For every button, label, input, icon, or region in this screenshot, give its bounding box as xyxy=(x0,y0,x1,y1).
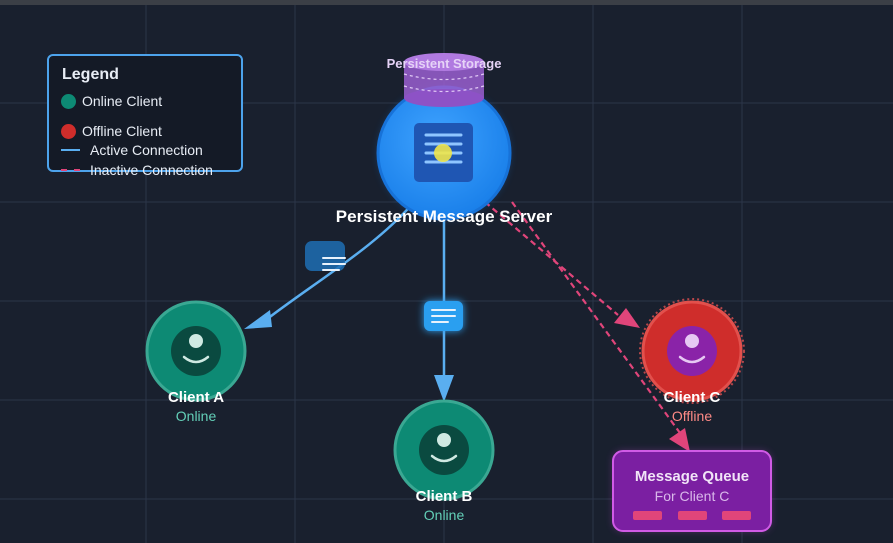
client-c-status: Offline xyxy=(672,408,712,424)
connection-server-client-c xyxy=(484,201,640,328)
client-b-status: Online xyxy=(424,507,465,523)
client-a-node[interactable] xyxy=(145,300,247,402)
active-connection-swatch xyxy=(61,149,80,152)
server-label: Persistent Message Server xyxy=(336,207,553,226)
connection-server-client-b xyxy=(434,205,454,402)
diagram-canvas: Persistent Storage Persistent Message Se… xyxy=(0,5,893,543)
queued-message-indicators xyxy=(633,511,751,520)
client-a-name: Client A xyxy=(168,389,224,406)
legend-title: Legend xyxy=(62,66,119,83)
message-queue-title: Message Queue xyxy=(635,468,749,485)
window-top-bar xyxy=(0,0,893,5)
legend-item-active: Active Connection xyxy=(61,141,203,159)
message-in-transit-icon xyxy=(424,301,463,331)
offline-client-swatch xyxy=(61,123,76,139)
legend-active-label: Active Connection xyxy=(90,142,203,158)
persistent-storage-icon xyxy=(403,53,485,107)
client-b-node[interactable] xyxy=(393,399,495,501)
client-c-node[interactable] xyxy=(639,298,745,404)
user-avatar-icon xyxy=(667,326,717,376)
connection-server-message-queue xyxy=(511,201,690,452)
message-queue-subtitle: For Client C xyxy=(655,488,730,504)
diagram-svg: Persistent Storage Persistent Message Se… xyxy=(145,53,772,532)
message-server-node[interactable] xyxy=(376,85,512,221)
user-avatar-icon xyxy=(171,326,221,376)
message-queue-box[interactable] xyxy=(612,450,772,532)
legend-item-online: Online Client xyxy=(61,92,162,110)
legend-item-offline: Offline Client xyxy=(61,122,162,140)
legend-item-inactive: Inactive Connection xyxy=(61,161,213,179)
legend-offline-label: Offline Client xyxy=(82,123,162,139)
server-document-icon xyxy=(414,123,473,182)
message-in-transit-icon xyxy=(305,241,346,271)
client-c-name: Client C xyxy=(664,389,721,406)
inactive-connection-swatch xyxy=(61,169,80,172)
online-client-swatch xyxy=(61,93,76,109)
legend-online-label: Online Client xyxy=(82,93,163,109)
legend-panel: Legend Online Client Offline Client Acti… xyxy=(47,54,243,178)
user-avatar-icon xyxy=(419,425,469,475)
client-a-status: Online xyxy=(176,408,217,424)
storage-label: Persistent Storage xyxy=(387,56,502,71)
client-b-name: Client B xyxy=(416,488,473,505)
legend-inactive-label: Inactive Connection xyxy=(90,162,213,178)
